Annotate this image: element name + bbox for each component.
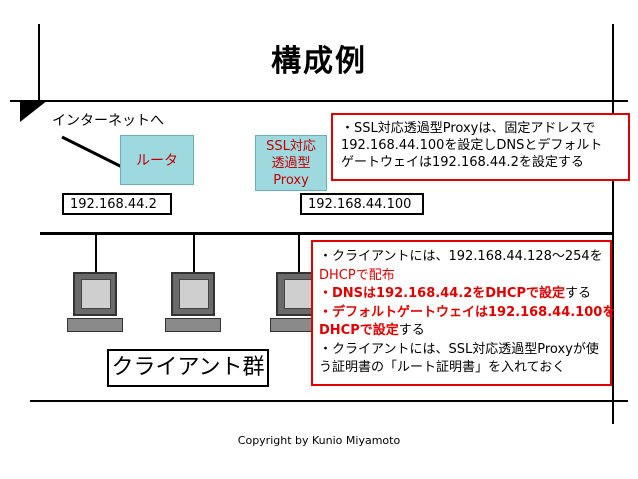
client-note-line-4: ・デフォルトゲートウェイは192.168.44.100を bbox=[319, 304, 616, 320]
network-bus bbox=[40, 232, 612, 235]
proxy-note-box: ・SSL対応透過型Proxyは、固定アドレスで 192.168.44.100を設… bbox=[331, 113, 630, 181]
bus-drop-1 bbox=[95, 234, 97, 272]
copyright-text: Copyright by Kunio Miyamoto bbox=[237, 434, 401, 447]
router-node: ルータ bbox=[120, 135, 194, 185]
top-rule bbox=[10, 100, 628, 102]
clients-group-label: クライアント群 bbox=[107, 349, 269, 387]
corner-triangle bbox=[20, 100, 48, 122]
client-note-line-2: DHCPで配布 bbox=[319, 267, 395, 283]
client-note-line-5-highlight: DHCPで設定 bbox=[319, 323, 399, 338]
internet-link-line bbox=[61, 135, 123, 169]
page-title: 構成例 bbox=[271, 44, 367, 79]
proxy-node: SSL対応 透過型 Proxy bbox=[255, 135, 327, 191]
bottom-rule bbox=[30, 400, 628, 402]
proxy-label-1: SSL対応 bbox=[266, 139, 316, 154]
client-note-line-7: う証明書の「ルート証明書」を入れておく bbox=[319, 360, 566, 375]
bus-drop-2 bbox=[193, 234, 195, 272]
client-note-line-6: ・クライアントには、SSL対応透過型Proxyが使 bbox=[319, 341, 599, 357]
proxy-note-line-2: 192.168.44.100を設定しDNSとデフォルト bbox=[341, 138, 603, 153]
proxy-note-line-1: ・SSL対応透過型Proxyは、固定アドレスで bbox=[341, 121, 596, 136]
left-rule bbox=[38, 24, 40, 100]
right-rule bbox=[612, 24, 614, 424]
client-pc-2 bbox=[165, 272, 221, 332]
router-ip-box: 192.168.44.2 bbox=[62, 193, 172, 215]
proxy-label-3: Proxy bbox=[273, 173, 309, 188]
proxy-ip-box: 192.168.44.100 bbox=[300, 193, 424, 215]
client-note-line-5-tail: する bbox=[398, 323, 425, 338]
client-note-line-1: ・クライアントには、192.168.44.128～254を bbox=[319, 249, 603, 264]
client-note-box: ・クライアントには、192.168.44.128～254を DHCPで配布 ・D… bbox=[311, 240, 616, 386]
client-pc-1 bbox=[67, 272, 123, 332]
proxy-label-2: 透過型 bbox=[271, 156, 311, 171]
client-note-line-3: ・DNSは192.168.44.2をDHCPで設定する bbox=[319, 285, 604, 304]
client-note-line-3-highlight: ・DNSは192.168.44.2をDHCPで設定 bbox=[319, 286, 565, 301]
internet-label: インターネットへ bbox=[52, 113, 164, 129]
client-note-line-3-tail: する bbox=[565, 286, 592, 301]
bus-drop-3 bbox=[298, 234, 300, 272]
proxy-note-line-3: ゲートウェイは192.168.44.2を設定する bbox=[341, 155, 584, 170]
client-note-line-5: DHCPで設定する bbox=[319, 322, 604, 341]
router-label: ルータ bbox=[136, 153, 178, 169]
